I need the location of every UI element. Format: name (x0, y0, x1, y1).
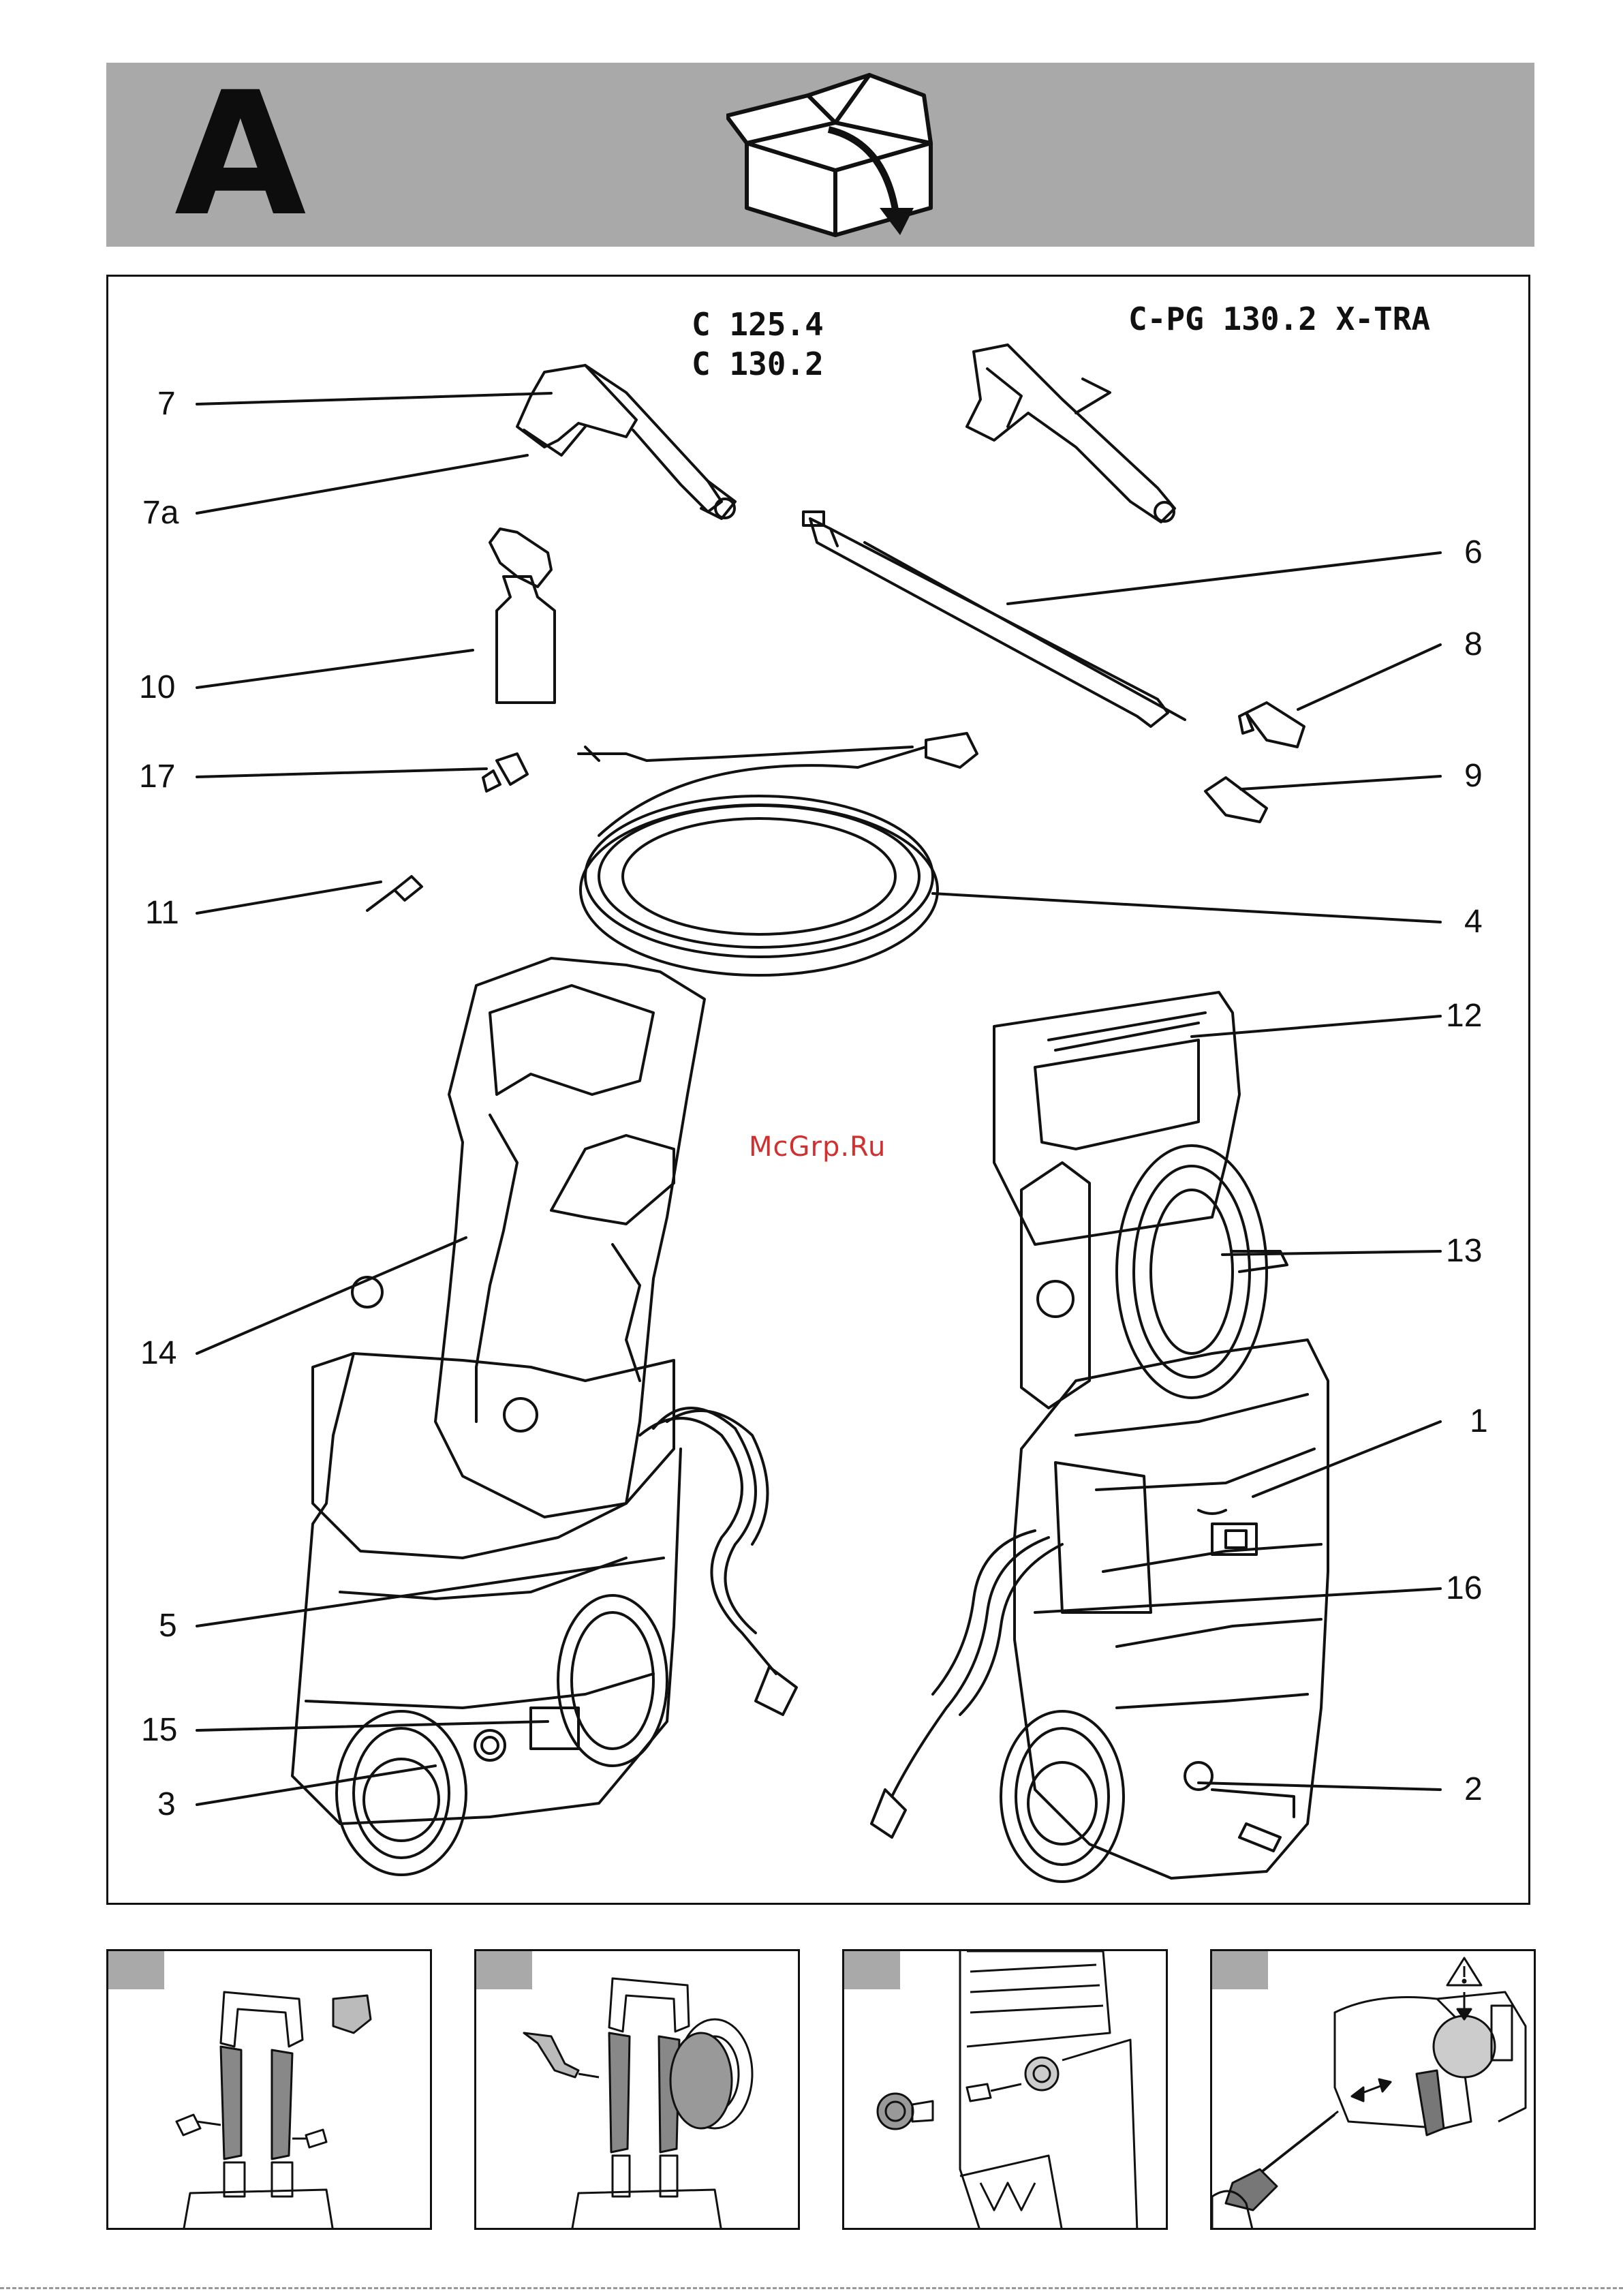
parts-diagram: C 125.4 C 130.2 C-PG 130.2 X-TRA 7 7a 10… (106, 275, 1530, 1905)
unpack-box-icon (726, 68, 951, 242)
callout-11: 11 (145, 897, 179, 930)
page-cut-line (0, 2287, 1623, 2292)
callout-5: 5 (159, 1610, 177, 1642)
callout-3: 3 (157, 1788, 176, 1821)
water-inlet-connector-icon (844, 1951, 1168, 2230)
callout-13: 13 (1446, 1235, 1482, 1268)
section-header: A (106, 63, 1534, 247)
step-panel-3 (842, 1949, 1168, 2230)
callout-4: 4 (1464, 906, 1483, 938)
model-label-xtra: C-PG 130.2 X-TRA (1128, 300, 1430, 338)
parts-illustration (108, 277, 1532, 1907)
callout-14: 14 (140, 1337, 176, 1370)
section-letter: A (174, 70, 306, 240)
callout-6: 6 (1464, 536, 1483, 569)
model-label-c125: C 125.4 (692, 305, 824, 343)
callout-10: 10 (139, 671, 175, 704)
callout-16: 16 (1446, 1572, 1482, 1605)
step-panel-4 (1210, 1949, 1536, 2230)
callout-2: 2 (1464, 1773, 1483, 1806)
hose-reel-assembly-icon (476, 1951, 800, 2230)
step-panel-2 (474, 1949, 800, 2230)
callout-8: 8 (1464, 628, 1483, 661)
callout-9: 9 (1464, 760, 1483, 793)
model-label-c130: C 130.2 (692, 345, 824, 383)
step-panel-1 (106, 1949, 432, 2230)
callout-7a: 7a (142, 497, 179, 530)
callout-15: 15 (141, 1714, 177, 1747)
callout-17: 17 (139, 761, 175, 793)
callout-7: 7 (157, 388, 176, 420)
handle-bracket-assembly-icon (108, 1951, 432, 2230)
watermark: McGrp.Ru (749, 1131, 886, 1163)
callout-12: 12 (1446, 1000, 1482, 1032)
callout-1: 1 (1470, 1405, 1488, 1438)
filter-screwdriver-icon (1212, 1951, 1536, 2230)
